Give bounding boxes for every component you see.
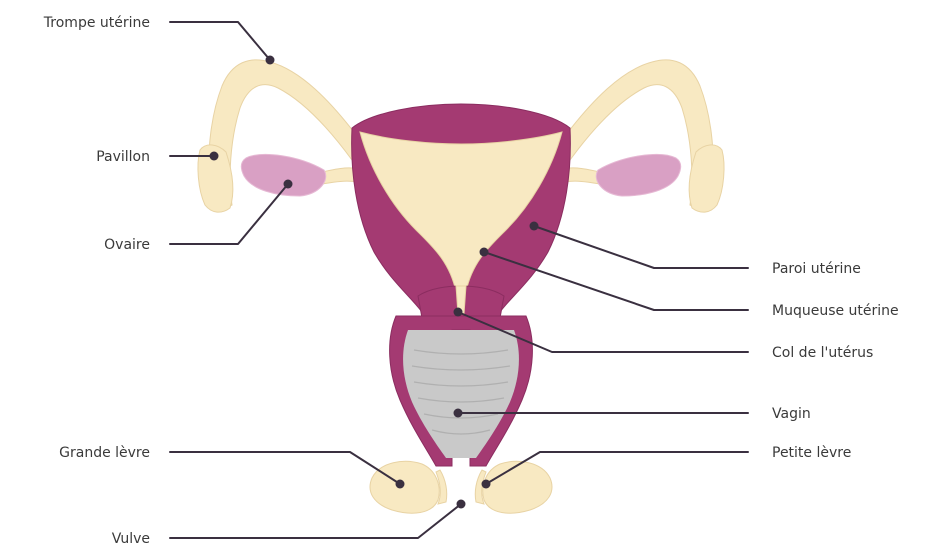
- label-vulve: Vulve: [112, 531, 150, 547]
- right-ovary: [596, 154, 681, 196]
- label-vagin: Vagin: [772, 406, 811, 422]
- dot-petite-levre: [482, 480, 491, 489]
- label-pavillon: Pavillon: [96, 149, 150, 165]
- dot-col: [454, 308, 463, 317]
- leader-trompe: [170, 22, 270, 60]
- label-col: Col de l'utérus: [772, 345, 873, 361]
- leader-grande-levre: [170, 452, 400, 484]
- left-labium-majus: [370, 461, 439, 513]
- leader-paroi: [534, 226, 748, 268]
- dot-muqueuse: [480, 248, 489, 257]
- dot-trompe: [266, 56, 275, 65]
- dot-vulve: [457, 500, 466, 509]
- dot-ovaire: [284, 180, 293, 189]
- dot-vagin: [454, 409, 463, 418]
- label-trompe: Trompe utérine: [43, 15, 150, 31]
- dot-paroi: [530, 222, 539, 231]
- label-muqueuse: Muqueuse utérine: [772, 303, 899, 319]
- dot-grande-levre: [396, 480, 405, 489]
- label-ovaire: Ovaire: [104, 237, 150, 253]
- vagina: [390, 316, 533, 466]
- label-petite-levre: Petite lèvre: [772, 445, 851, 461]
- uterus: [352, 104, 571, 318]
- right-labium-majus: [483, 461, 552, 513]
- label-paroi: Paroi utérine: [772, 261, 861, 277]
- label-grande-levre: Grande lèvre: [59, 445, 150, 461]
- dot-pavillon: [210, 152, 219, 161]
